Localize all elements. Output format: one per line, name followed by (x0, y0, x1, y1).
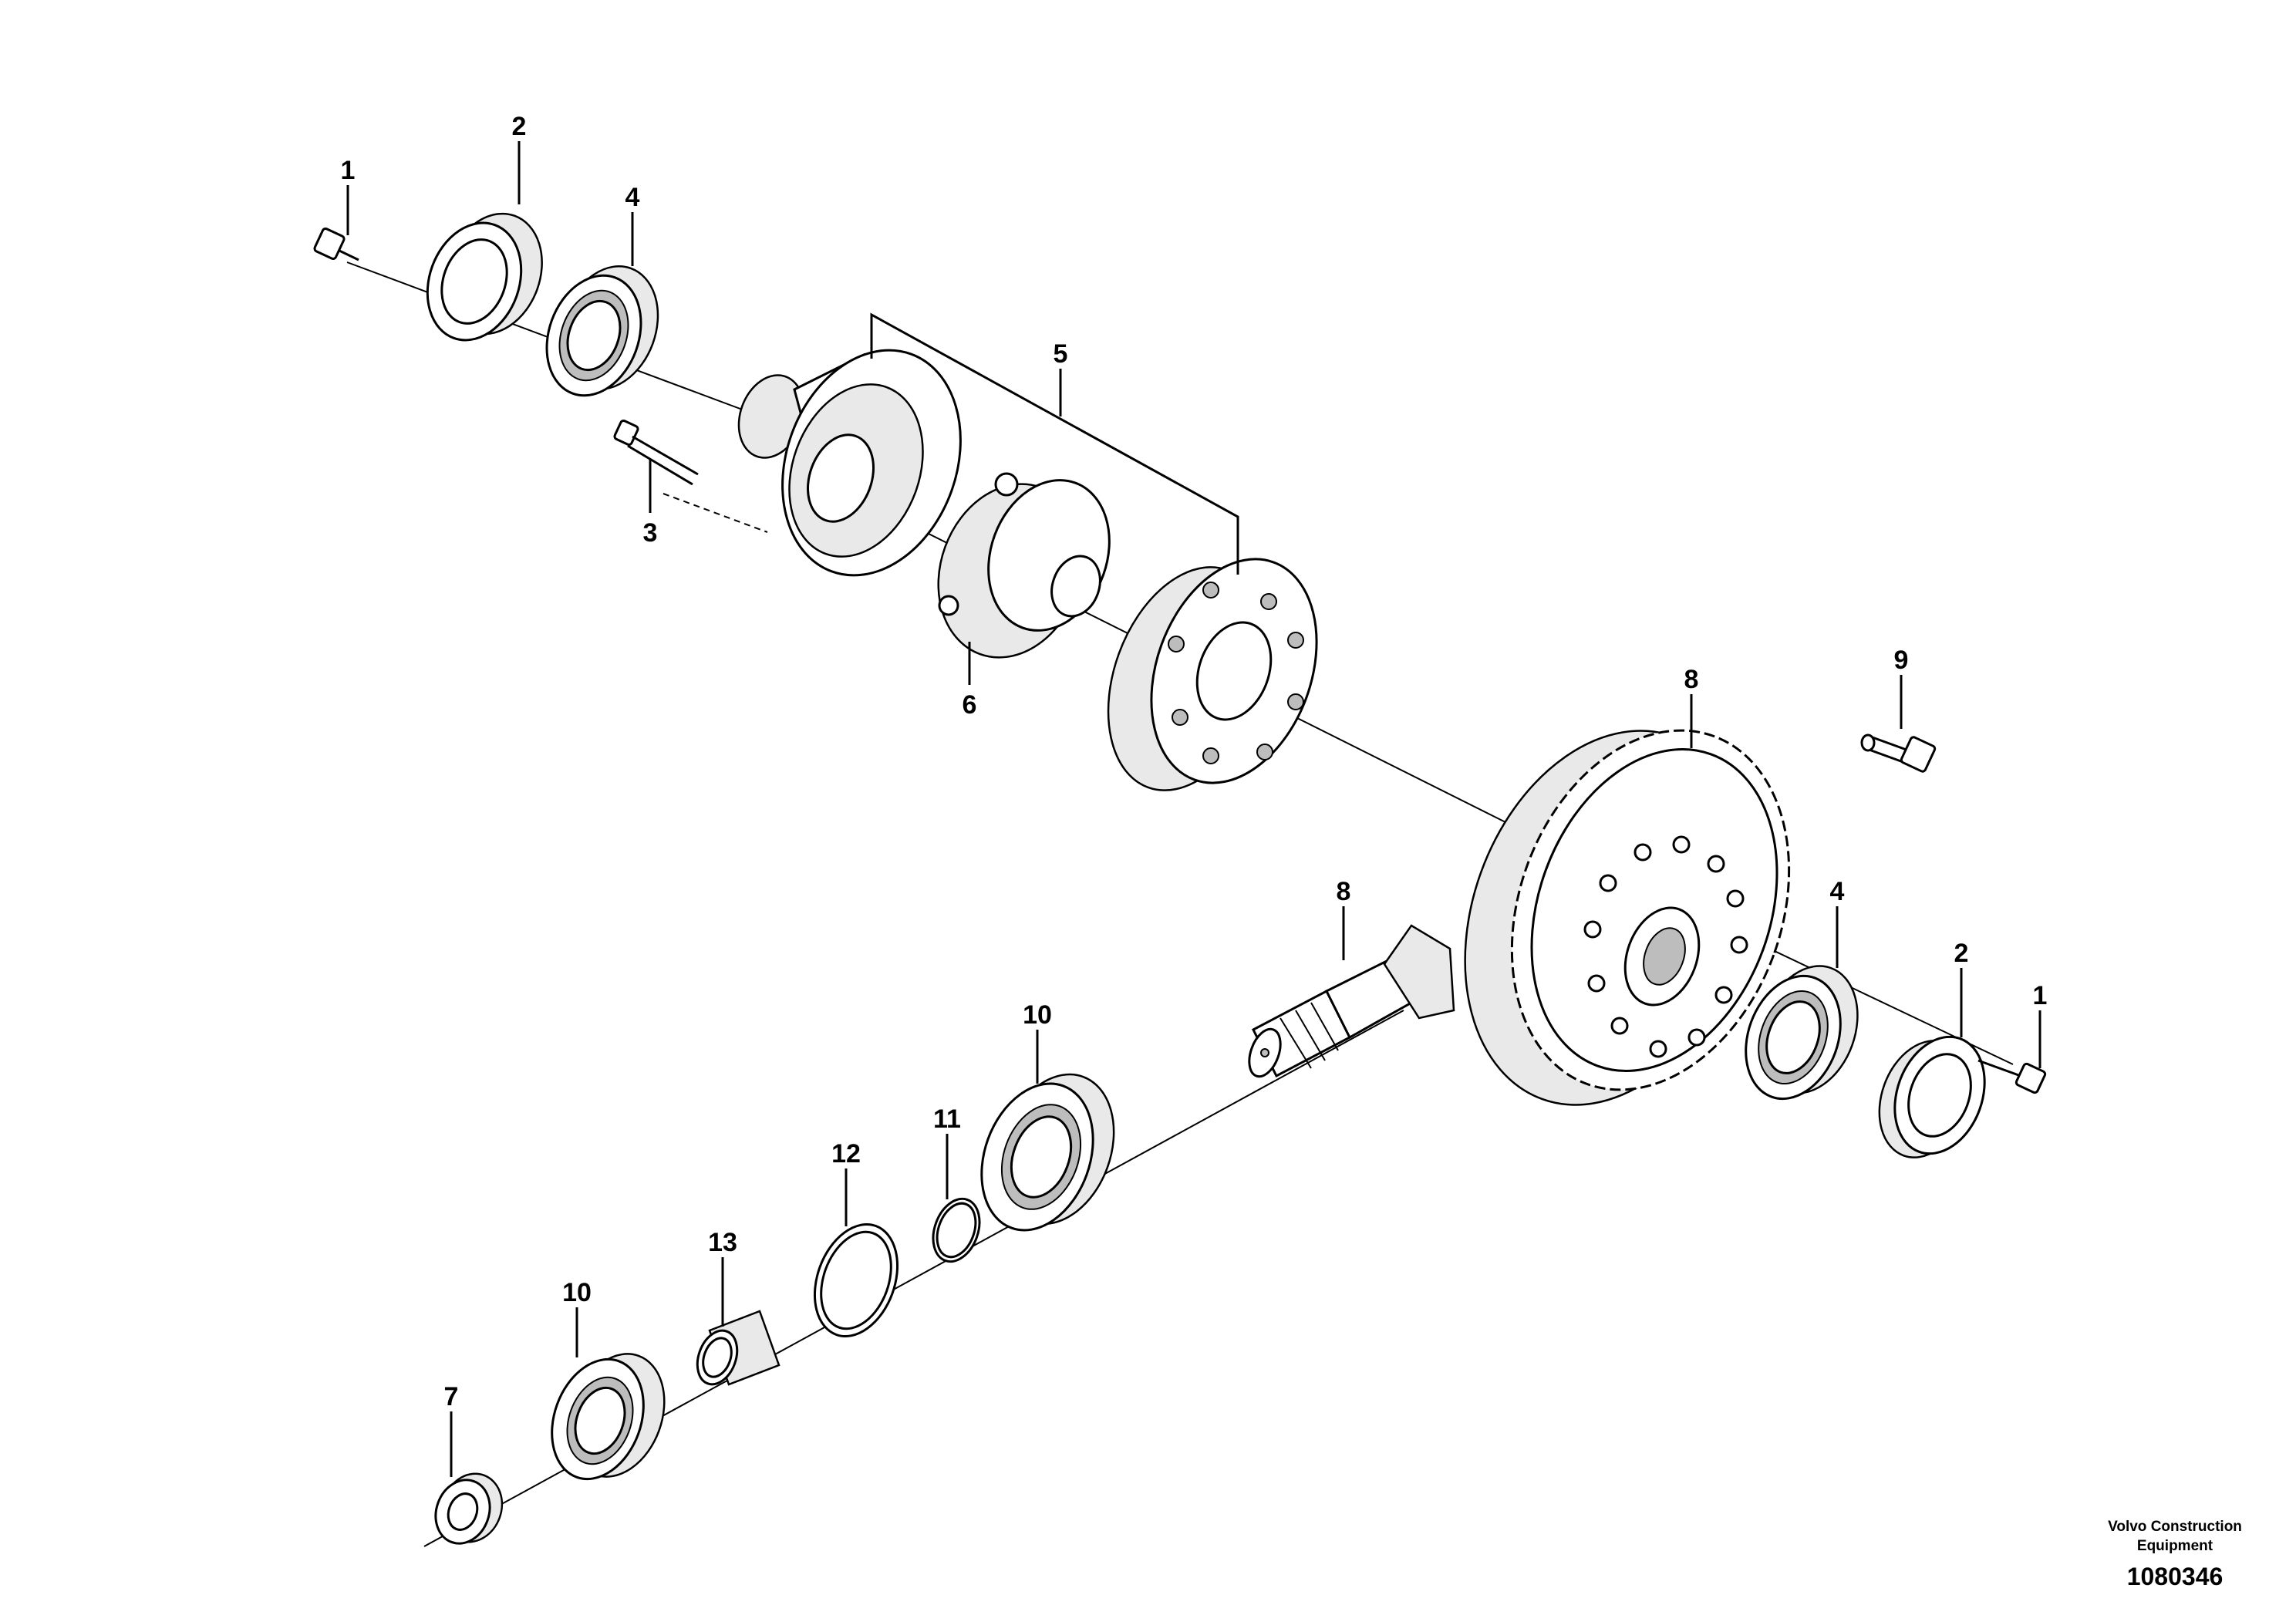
part-12-shim-ring (813, 1222, 899, 1338)
callout-12: 12 (831, 1139, 861, 1168)
callout-8-crown-wheel: 8 (1684, 665, 1699, 694)
callout-1-right: 1 (2033, 981, 2048, 1010)
part-2-adjusting-ring-right (1878, 1035, 1986, 1158)
callout-4-right: 4 (1830, 877, 1845, 906)
part-10-bearing-lower (551, 1353, 666, 1481)
document-number: 1080346 (2127, 1563, 2224, 1590)
callout-2-upper: 2 (512, 112, 527, 141)
callout-5: 5 (1054, 339, 1068, 369)
brand-line-1: Volvo Construction (2108, 1519, 2242, 1535)
callout-5-bracket (870, 312, 1239, 575)
callout-6: 6 (963, 690, 977, 720)
part-5-housing-right (1107, 558, 1318, 791)
part-8-crown-wheel (1464, 729, 1791, 1106)
part-4-bearing-right (1745, 965, 1859, 1101)
part-11-o-ring (932, 1197, 981, 1263)
callouts: 1 2 4 5 3 6 8 9 8 4 2 1 10 11 12 13 10 7 (341, 112, 2048, 1411)
part-6-diff-core (937, 472, 1111, 659)
part-7-nut (434, 1472, 504, 1545)
part-2-adjusting-ring-upper (426, 212, 543, 342)
footer-block: Volvo Construction Equipment 1080346 (2108, 1519, 2242, 1590)
callout-10-lower: 10 (562, 1278, 592, 1307)
callout-11: 11 (933, 1104, 961, 1134)
callout-1-upper: 1 (341, 156, 356, 185)
callout-8-pinion: 8 (1337, 877, 1351, 906)
callout-3: 3 (643, 518, 658, 548)
part-13-spacer-sleeve (696, 1310, 781, 1386)
callout-9: 9 (1894, 646, 1909, 675)
callout-2-right: 2 (1954, 939, 1969, 968)
part-5-housing-left (737, 349, 962, 577)
part-4-bearing-upper (545, 265, 659, 397)
callout-7: 7 (444, 1382, 459, 1411)
callout-4-upper: 4 (625, 183, 640, 212)
part-1-bolt-right (1977, 1059, 2047, 1094)
part-3-long-bolt (613, 419, 699, 486)
callout-13: 13 (708, 1228, 737, 1257)
part-1-bolt-upper (313, 227, 359, 261)
part-8-pinion-shaft (1248, 924, 1455, 1078)
part-9-bolt (1860, 733, 1937, 773)
brand-line-2: Equipment (2137, 1538, 2213, 1554)
part-10-bearing-middle (980, 1073, 1115, 1232)
leader-lines (346, 141, 2041, 1477)
callout-10-middle: 10 (1023, 1000, 1052, 1030)
